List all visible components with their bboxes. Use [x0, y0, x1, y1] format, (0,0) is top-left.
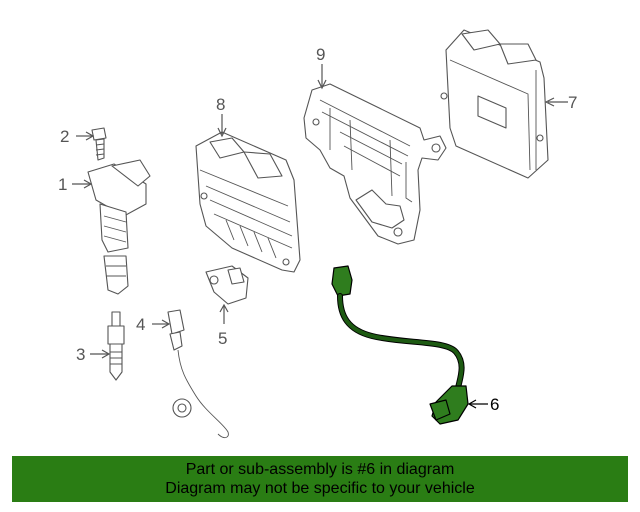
callout-9: 9 — [316, 45, 325, 64]
leader-1-arrow — [83, 179, 93, 189]
leader-7-arrow — [544, 97, 555, 107]
leader-6-arrow — [467, 399, 477, 409]
part-3-spark-plug[interactable] — [107, 311, 125, 381]
callout-7: 7 — [568, 93, 577, 112]
leader-4-arrow — [161, 319, 171, 329]
part-5-sensor[interactable] — [205, 265, 249, 305]
leader-3-arrow — [101, 349, 111, 359]
callout-8: 8 — [216, 95, 225, 114]
part-1-ignition-coil[interactable] — [87, 159, 151, 295]
info-banner: Part or sub-assembly is #6 in diagram Di… — [12, 456, 628, 502]
callout-2: 2 — [60, 127, 69, 146]
banner-line-2: Diagram may not be specific to your vehi… — [165, 480, 475, 497]
leader-5-arrow — [219, 303, 229, 313]
leader-8-arrow — [217, 127, 227, 138]
part-4-sensor[interactable] — [167, 309, 229, 439]
part-2-bolt[interactable] — [91, 127, 107, 161]
part-7-ecm[interactable] — [440, 29, 549, 179]
callout-3: 3 — [76, 345, 85, 364]
callout-1: 1 — [58, 175, 67, 194]
callout-4: 4 — [136, 315, 145, 334]
leader-9-arrow — [317, 79, 327, 90]
leader-2-arrow — [85, 131, 95, 141]
callout-5: 5 — [218, 329, 227, 348]
part-8-pcm[interactable] — [195, 131, 301, 273]
part-6-sensor-highlighted[interactable] — [331, 265, 469, 425]
part-9-bracket[interactable] — [303, 83, 447, 245]
callout-6: 6 — [490, 395, 499, 414]
banner-line-1: Part or sub-assembly is #6 in diagram — [185, 461, 455, 478]
